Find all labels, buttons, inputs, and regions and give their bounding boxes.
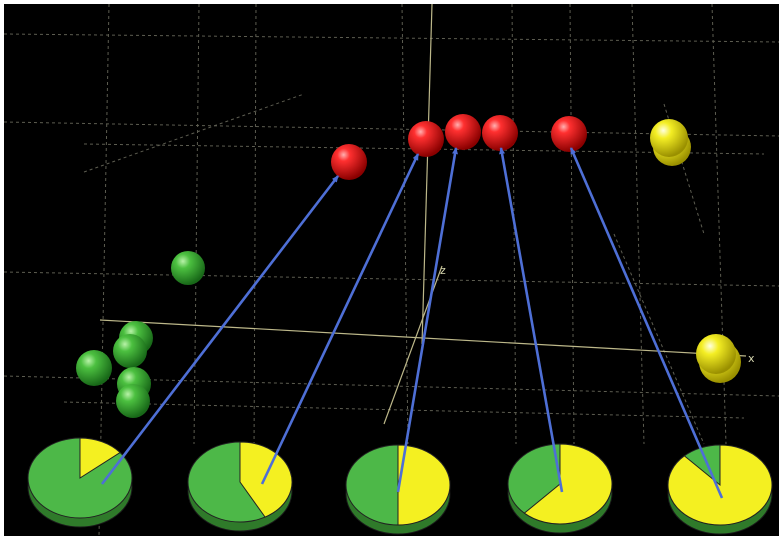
x-axis-label: x (748, 352, 755, 365)
grid (4, 4, 779, 536)
grid-line (401, 4, 409, 445)
scene-canvas: z x (4, 4, 779, 536)
grid-line (511, 4, 517, 445)
green-sphere (76, 350, 112, 386)
arrow (569, 147, 724, 499)
grid-line (83, 93, 305, 173)
arrows (100, 147, 724, 499)
pie-slice-yellow (397, 444, 451, 526)
pie-slice-yellow (667, 444, 773, 526)
grid-line (663, 103, 705, 235)
grid-line (631, 4, 645, 445)
red-sphere (551, 116, 587, 152)
pie-4 (507, 443, 613, 534)
3d-scatter-scene: z x (4, 4, 779, 536)
red-sphere (331, 144, 367, 180)
pie-5 (667, 444, 773, 535)
grid-line (613, 233, 705, 445)
green-cluster (76, 251, 205, 418)
grid-line (4, 33, 779, 43)
pie-slice-yellow (523, 443, 613, 525)
pie-2 (187, 441, 293, 532)
pie-slice-yellow (239, 441, 293, 518)
green-sphere (113, 334, 147, 368)
yellow-sphere (650, 119, 688, 157)
arrow (260, 153, 420, 485)
yellow-cluster (650, 119, 741, 383)
pie-row (27, 437, 773, 535)
grid-line (253, 4, 257, 455)
arrow (396, 147, 458, 493)
grid-line (4, 271, 779, 287)
z-axis-label: z (440, 264, 446, 277)
green-sphere (116, 384, 150, 418)
grid-line (193, 4, 200, 445)
pie-1 (27, 437, 133, 528)
yellow-sphere (696, 334, 736, 374)
grid-line (569, 4, 575, 445)
arrow (499, 147, 564, 493)
grid-line (63, 401, 745, 419)
green-sphere (171, 251, 205, 285)
pie-slice-yellow (79, 437, 121, 479)
grid-line (98, 4, 110, 536)
red-sphere (408, 121, 444, 157)
red-sphere (482, 115, 518, 151)
red-cluster (331, 114, 587, 180)
arrow (100, 175, 340, 485)
grid-line (83, 143, 765, 155)
z-axis-line (421, 4, 433, 345)
red-sphere (445, 114, 481, 150)
